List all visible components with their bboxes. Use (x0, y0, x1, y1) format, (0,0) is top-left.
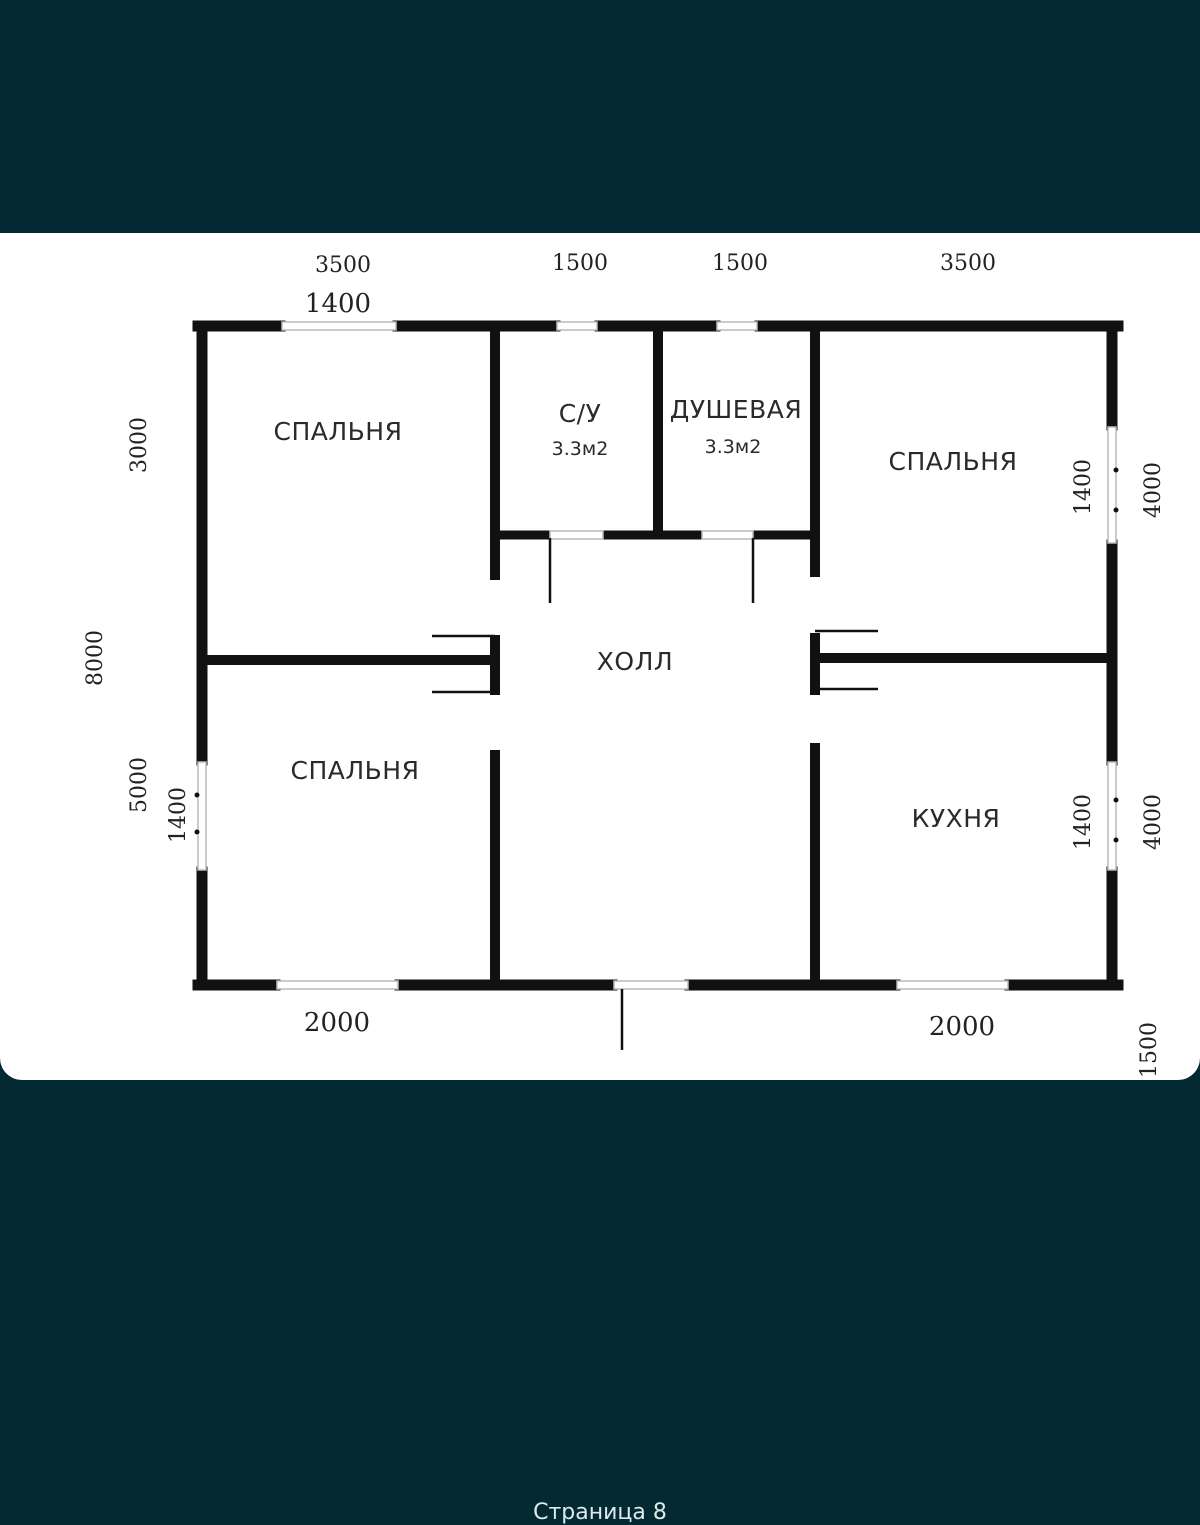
room-area-shower: 3.3м2 (705, 436, 762, 458)
dim-left-total: 8000 (83, 630, 108, 686)
window-right-upper-width: 1400 (1071, 459, 1096, 515)
window-bottom-left-width: 2000 (304, 1008, 370, 1038)
room-label-bedroom-top-left: СПАЛЬНЯ (274, 417, 403, 446)
room-label-bedroom-bottom-left: СПАЛЬНЯ (291, 756, 420, 785)
room-area-wc: 3.3м2 (552, 438, 609, 460)
viewer-top-area (0, 0, 1200, 233)
windows (194, 321, 1119, 990)
viewer-bottom-area (0, 1080, 1200, 1520)
page-caption: Страница 8 (533, 1500, 667, 1525)
window-left-lower-width: 1400 (166, 787, 191, 843)
dim-right-lower: 4000 (1141, 794, 1166, 850)
floor-plan-svg: 3500 1500 1500 3500 1400 3000 8000 5000 … (83, 251, 1166, 1078)
room-label-hall: ХОЛЛ (597, 647, 673, 676)
room-label-bedroom-top-right: СПАЛЬНЯ (889, 447, 1018, 476)
dim-left-lower: 5000 (127, 757, 152, 813)
dim-top-2: 1500 (552, 251, 608, 276)
door-swings (432, 538, 878, 1050)
dim-top-4: 3500 (940, 251, 996, 276)
window-right-lower-width: 1400 (1071, 794, 1096, 850)
room-label-shower: ДУШЕВАЯ (670, 395, 802, 424)
room-label-kitchen: КУХНЯ (912, 804, 1001, 833)
dim-right-upper: 4000 (1141, 462, 1166, 518)
dim-porch: 1500 (1137, 1022, 1162, 1078)
interior-walls (201, 321, 1117, 990)
dim-left-upper: 3000 (127, 417, 152, 473)
window-top-left-width: 1400 (305, 289, 371, 319)
dim-top-1: 3500 (315, 253, 371, 278)
floor-plan-image: 3500 1500 1500 3500 1400 3000 8000 5000 … (0, 233, 1200, 1080)
dim-top-3: 1500 (712, 251, 768, 276)
window-bottom-right-width: 2000 (929, 1012, 995, 1042)
room-label-wc: С/У (559, 399, 602, 428)
